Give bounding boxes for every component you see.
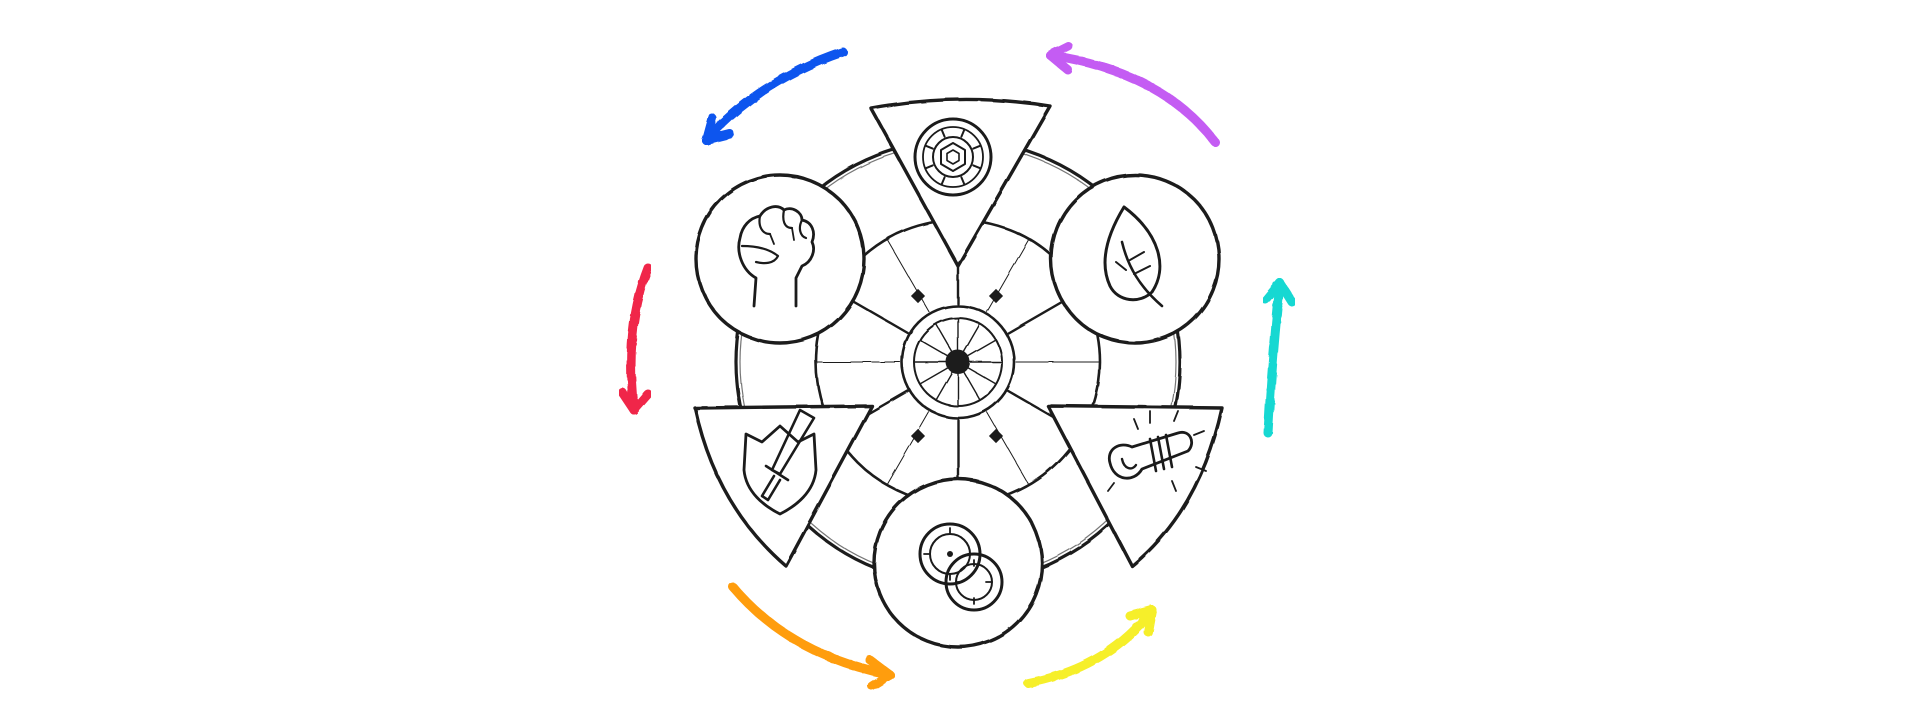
cycle-arrow-yellow	[1023, 605, 1157, 688]
cycle-arrow-purple-head-1	[1045, 50, 1073, 75]
segment-upper-left-circle	[694, 173, 866, 345]
segment-upper-right-circle	[1049, 173, 1221, 345]
cycle-arrows	[617, 41, 1297, 691]
shield-sword-icon	[742, 408, 818, 516]
cycle-arrow-purple-shaft	[1045, 50, 1220, 147]
hub-ray-1	[967, 367, 997, 385]
wheel-thin-spoke-2	[886, 411, 930, 486]
gear-tick-1	[960, 176, 966, 185]
segment-lower-left-triangle	[693, 404, 874, 568]
hub-diamond-3	[988, 428, 1004, 444]
gear-tick-6	[960, 129, 966, 138]
cycle-arrow-orange-shaft	[728, 582, 895, 680]
hub-ray-4	[935, 371, 953, 401]
cycle-arrow-yellow-head-1	[1143, 605, 1157, 637]
gear-tick-3	[925, 164, 934, 170]
segment-top-triangle	[869, 97, 1052, 268]
cycle-arrow-orange	[728, 582, 895, 691]
hub-ray-10	[963, 323, 981, 353]
cycle-arrow-blue-head-1	[701, 129, 735, 145]
scroll-icon	[1107, 410, 1207, 492]
wheel-thin-spoke-1	[986, 411, 1030, 486]
hub-ray-5	[919, 367, 949, 385]
hub	[900, 304, 1016, 420]
wheel-thin-spoke-5	[986, 238, 1030, 313]
fist-icon	[737, 205, 815, 308]
cycle-arrow-red-shaft	[626, 263, 653, 415]
hub-ray-7	[919, 339, 949, 357]
cycle-arrow-blue	[701, 47, 848, 145]
gear-tick-5	[940, 129, 946, 138]
cycle-arrow-blue-shaft	[701, 47, 848, 145]
hub-ray-2	[963, 371, 981, 401]
coins-icon	[918, 522, 1004, 612]
wheel-thin-spoke-4	[886, 238, 930, 313]
hub-ray-8	[935, 323, 953, 353]
hub-diamond-2	[910, 428, 926, 444]
gear-wheel-icon	[913, 117, 993, 197]
hub-diamond-0	[910, 288, 926, 304]
cycle-arrow-red	[617, 263, 653, 415]
cycle-arrow-orange-head-1	[867, 670, 895, 691]
hub-ray-11	[967, 339, 997, 357]
cycle-arrow-yellow-shaft	[1023, 605, 1157, 688]
hub-diamond-1	[988, 288, 1004, 304]
gear-tick-7	[972, 144, 981, 150]
cycle-arrow-cyan	[1261, 278, 1297, 438]
cycle-arrow-red-head-1	[629, 389, 653, 415]
segment-lower-right-triangle	[1046, 404, 1224, 568]
gear-tick-2	[940, 176, 946, 185]
cycle-arrow-cyan-shaft	[1263, 278, 1285, 438]
gear-tick-4	[925, 144, 934, 150]
segment-bottom-circle	[872, 477, 1044, 649]
cycle-arrow-purple	[1045, 41, 1220, 147]
leaf-icon	[1103, 205, 1164, 308]
cycle-arrow-cyan-head-1	[1275, 278, 1297, 307]
hub-marker-diamonds	[910, 288, 1004, 444]
gear-tick-0	[972, 164, 981, 170]
